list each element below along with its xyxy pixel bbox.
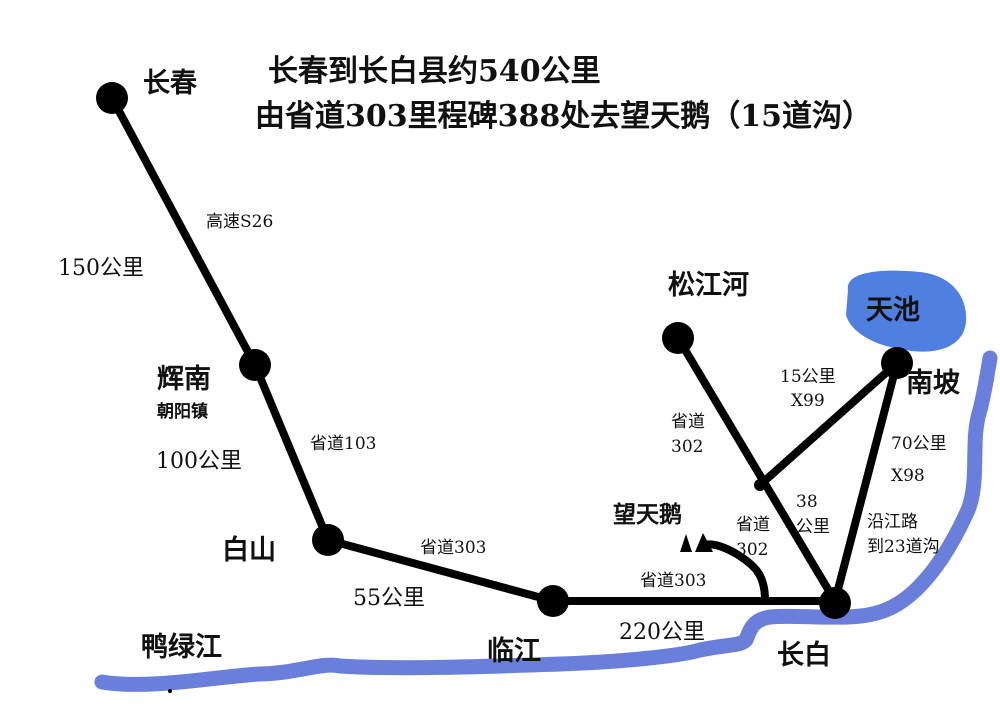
peak-icon bbox=[695, 533, 713, 552]
node-changbai bbox=[819, 587, 851, 619]
node-baishan bbox=[312, 524, 344, 556]
label-distance-changchun-huinan: 150公里 bbox=[58, 256, 144, 281]
label-road-sd303-b: 省道303 bbox=[640, 571, 707, 591]
label-linjiang: 临江 bbox=[487, 636, 541, 667]
label-tianchi: 天池 bbox=[866, 295, 920, 326]
label-baishan: 白山 bbox=[222, 535, 276, 566]
node-huinan bbox=[239, 349, 271, 381]
label-huinan-sub: 朝阳镇 bbox=[157, 402, 208, 422]
tianchi-lake bbox=[846, 270, 967, 352]
label-distance-baishan-linjiang: 55公里 bbox=[353, 586, 425, 611]
label-changbai: 长白 bbox=[777, 640, 831, 671]
node-changchun bbox=[96, 82, 128, 114]
label-changchun: 长春 bbox=[143, 68, 197, 99]
label-road-x99: 15公里 X99 bbox=[780, 367, 836, 411]
label-yalujiang: 鸭绿江 bbox=[141, 632, 222, 663]
label-road-x98-distance: 70公里 bbox=[891, 434, 947, 454]
peak-icon bbox=[680, 534, 692, 552]
label-distance-huinan-baishan: 100公里 bbox=[156, 449, 242, 474]
node-linjiang bbox=[537, 585, 569, 617]
title-line-2: 由省道303里程碑388处去望天鹅（15道沟） bbox=[255, 99, 872, 134]
label-wangtiane: 望天鹅 bbox=[613, 501, 682, 528]
label-road-sd302-bottom: 省道 302 bbox=[736, 515, 770, 560]
label-road-yanjiang: 沿江路 到23道沟 bbox=[867, 512, 940, 557]
label-distance-linjiang-changbai: 220公里 bbox=[619, 620, 705, 645]
roads bbox=[108, 94, 901, 605]
title-line-1: 长春到长白县约540公里 bbox=[268, 54, 601, 89]
label-road-sd302-top: 省道 302 bbox=[671, 412, 705, 457]
label-road-sd303-a: 省道303 bbox=[420, 538, 487, 558]
label-road-s26: 高速S26 bbox=[206, 212, 274, 232]
river-dot bbox=[168, 689, 172, 693]
yalu-river bbox=[94, 350, 998, 692]
node-songjianghe bbox=[662, 322, 694, 354]
label-road-sd103: 省道103 bbox=[310, 434, 377, 454]
label-distance-38: 38 公里 bbox=[796, 492, 830, 537]
label-songjianghe: 松江河 bbox=[668, 270, 749, 301]
label-huinan: 辉南 bbox=[157, 364, 211, 395]
node-nanpo bbox=[881, 347, 913, 379]
node-junction bbox=[754, 479, 766, 491]
label-road-x98: X98 bbox=[891, 466, 925, 486]
label-nanpo: 南坡 bbox=[906, 368, 960, 399]
city-nodes bbox=[96, 82, 913, 619]
